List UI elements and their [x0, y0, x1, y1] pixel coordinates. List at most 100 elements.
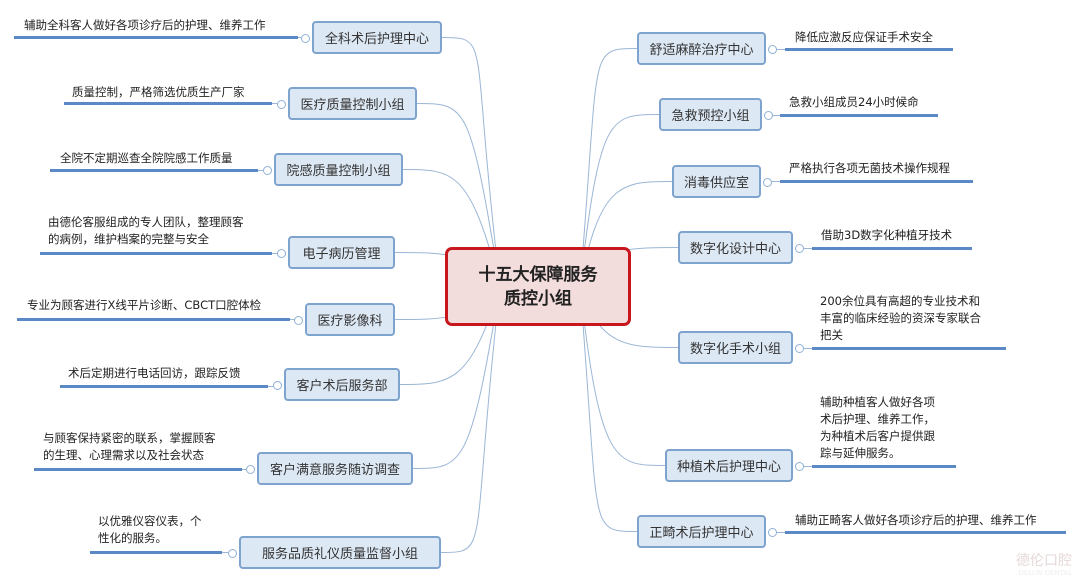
- note-connector: [242, 469, 246, 470]
- branch-left-2[interactable]: 医疗质量控制小组: [288, 87, 417, 120]
- note-underline: [40, 252, 272, 255]
- note-underline: [34, 468, 242, 471]
- branch-label: 消毒供应室: [683, 176, 749, 191]
- collapse-toggle-icon[interactable]: [277, 248, 286, 258]
- central-topic-line-1: 十五大保障服务: [478, 264, 598, 285]
- branch-left-1[interactable]: 全科术后护理中心: [312, 21, 442, 54]
- branch-right-5[interactable]: 数字化手术小组: [678, 331, 793, 364]
- note-connector: [804, 248, 812, 249]
- collapse-toggle-icon[interactable]: [294, 315, 303, 325]
- note-connector: [258, 170, 263, 171]
- branch-label: 全科术后护理中心: [324, 32, 429, 47]
- note-connector: [272, 103, 277, 104]
- branch-note: 专业为顾客进行X线平片诊断、CBCT口腔体检: [27, 297, 261, 314]
- note-underline: [64, 102, 272, 105]
- branch-note: 质量控制，严格筛选优质生产厂家: [72, 84, 245, 101]
- note-line: 性化的服务。: [98, 531, 167, 545]
- branch-label: 医疗影像科: [317, 314, 383, 329]
- branch-note: 由德伦客服组成的专人团队，整理顾客的病例，维护档案的完整与安全: [48, 214, 244, 248]
- collapse-toggle-icon[interactable]: [273, 380, 282, 390]
- note-underline: [14, 36, 298, 39]
- note-line: 与顾客保持紧密的联系，掌握顾客: [43, 431, 216, 445]
- note-line: 辅助正畸客人做好各项诊疗后的护理、维养工作: [795, 513, 1037, 527]
- collapse-toggle-icon[interactable]: [795, 343, 804, 353]
- note-line: 以优雅仪容仪表，个: [98, 514, 202, 528]
- branch-left-3[interactable]: 院感质量控制小组: [274, 153, 403, 186]
- branch-note: 200余位具有高超的专业技术和丰富的临床经验的资深专家联合把关: [820, 293, 981, 344]
- branch-left-8[interactable]: 服务品质礼仪质量监督小组: [239, 536, 441, 569]
- branch-label: 急救预控小组: [671, 109, 750, 124]
- branch-right-3[interactable]: 消毒供应室: [672, 165, 761, 198]
- note-line: 辅助种植客人做好各项: [820, 395, 935, 409]
- branch-note: 术后定期进行电话回访，跟踪反馈: [68, 365, 241, 382]
- central-topic[interactable]: 十五大保障服务 质控小组: [445, 247, 631, 326]
- branch-note: 辅助正畸客人做好各项诊疗后的护理、维养工作: [795, 512, 1037, 529]
- collapse-toggle-icon[interactable]: [764, 110, 773, 120]
- branch-right-2[interactable]: 急救预控小组: [659, 98, 762, 131]
- collapse-toggle-icon[interactable]: [795, 243, 804, 253]
- note-underline: [90, 551, 222, 554]
- note-underline: [50, 169, 258, 172]
- collapse-toggle-icon[interactable]: [768, 527, 777, 537]
- collapse-toggle-icon[interactable]: [768, 44, 777, 54]
- branch-label: 电子病历管理: [302, 247, 381, 262]
- note-connector: [290, 319, 294, 320]
- branch-left-6[interactable]: 客户术后服务部: [284, 368, 400, 401]
- note-underline: [812, 247, 972, 250]
- branch-note: 与顾客保持紧密的联系，掌握顾客的生理、心理需求以及社会状态: [43, 430, 216, 464]
- note-connector: [268, 386, 273, 387]
- collapse-toggle-icon[interactable]: [301, 33, 310, 43]
- note-line: 质量控制，严格筛选优质生产厂家: [72, 85, 245, 99]
- note-line: 专业为顾客进行X线平片诊断、CBCT口腔体检: [27, 298, 262, 312]
- connector-line: [579, 114, 660, 287]
- watermark-logo: 德伦口腔 DELUN DENTAL: [1016, 554, 1072, 579]
- note-line: 严格执行各项无菌技术操作规程: [789, 161, 950, 175]
- note-underline: [17, 318, 290, 321]
- note-connector: [777, 49, 785, 50]
- note-line: 全院不定期巡查全院院感工作质量: [60, 151, 233, 165]
- note-line: 借助3D数字化种植牙技术: [821, 228, 953, 242]
- note-underline: [785, 531, 1066, 534]
- collapse-toggle-icon[interactable]: [246, 464, 255, 474]
- connector-line: [579, 285, 666, 466]
- connector-line: [579, 48, 638, 287]
- note-connector: [298, 37, 301, 38]
- note-line: 丰富的临床经验的资深专家联合: [820, 311, 981, 325]
- note-line: 200余位具有高超的专业技术和: [820, 294, 980, 308]
- collapse-toggle-icon[interactable]: [228, 548, 237, 558]
- note-line: 辅助全科客人做好各项诊疗后的护理、维养工作: [24, 18, 266, 32]
- connector-line: [416, 103, 501, 287]
- branch-label: 客户满意服务随访调查: [269, 463, 400, 478]
- note-line: 由德伦客服组成的专人团队，整理顾客: [48, 215, 244, 229]
- branch-note: 辅助全科客人做好各项诊疗后的护理、维养工作: [24, 17, 266, 34]
- connector-line: [440, 285, 501, 553]
- branch-label: 种植术后护理中心: [676, 460, 781, 475]
- branch-note: 辅助种植客人做好各项术后护理、维养工作，为种植术后客户提供跟踪与延伸服务。: [820, 394, 935, 462]
- branch-right-4[interactable]: 数字化设计中心: [678, 231, 793, 264]
- branch-right-7[interactable]: 正畸术后护理中心: [637, 515, 766, 548]
- branch-left-7[interactable]: 客户满意服务随访调查: [257, 452, 413, 485]
- collapse-toggle-icon[interactable]: [763, 177, 772, 187]
- note-connector: [222, 552, 228, 553]
- branch-label: 服务品质礼仪质量监督小组: [261, 547, 418, 562]
- branch-note: 借助3D数字化种植牙技术: [821, 227, 952, 244]
- branch-right-6[interactable]: 种植术后护理中心: [665, 449, 793, 482]
- note-underline: [812, 465, 956, 468]
- branch-label: 正畸术后护理中心: [649, 526, 754, 541]
- note-underline: [785, 48, 953, 51]
- note-line: 为种植术后客户提供跟: [820, 429, 935, 443]
- branch-label: 院感质量控制小组: [286, 164, 391, 179]
- branch-left-5[interactable]: 医疗影像科: [305, 303, 395, 336]
- note-underline: [780, 114, 938, 117]
- note-line: 的病例，维护档案的完整与安全: [48, 232, 209, 246]
- note-connector: [777, 532, 785, 533]
- note-line: 的生理、心理需求以及社会状态: [43, 448, 204, 462]
- branch-right-1[interactable]: 舒适麻醉治疗中心: [637, 32, 766, 65]
- branch-label: 数字化设计中心: [689, 242, 781, 257]
- branch-left-4[interactable]: 电子病历管理: [288, 236, 395, 269]
- collapse-toggle-icon[interactable]: [795, 461, 804, 471]
- collapse-toggle-icon[interactable]: [263, 165, 272, 175]
- collapse-toggle-icon[interactable]: [277, 99, 286, 109]
- note-connector: [804, 466, 812, 467]
- branch-label: 客户术后服务部: [296, 379, 388, 394]
